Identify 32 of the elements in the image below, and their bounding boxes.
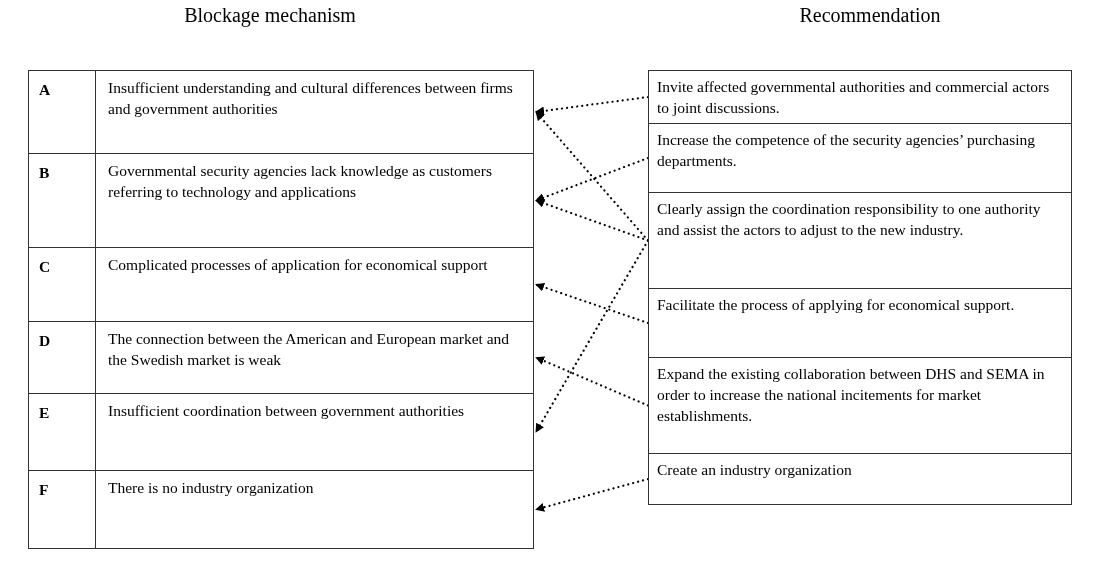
recommendation-box: Increase the competence of the security agencies’ purchasing departments. [648,123,1072,193]
table-row [28,393,534,471]
row-text: Governmental security agencies lack knowledge as customers referring to technology and applications [108,162,492,200]
column-heading: Recommendation [799,4,941,27]
row-letter: C [38,257,52,277]
dotted-arrow [534,95,650,116]
recommendation-box: Clearly assign the coordination responsibility to one authority and assist the actors to adjust to the new industry. [648,192,1072,289]
table-row [28,70,534,154]
dotted-arrow [534,156,650,202]
recommendation-box: Invite affected governmental authorities and commercial actors to joint discussions. [648,70,1072,124]
row-text: The connection between the American and European market and the Swedish market is weak [108,330,510,368]
recommendation-box: Facilitate the process of applying for economical support. [648,288,1072,358]
row-letter: F [38,480,50,500]
recommendation-box: Create an industry organization [648,453,1072,505]
dotted-arrow [534,239,650,434]
dotted-arrow [534,477,650,512]
column-heading: Blockage mechanism [184,4,356,27]
row-text: Insufficient coordination between government authorities [108,402,465,419]
row-letter: A [38,80,52,100]
row-text: Complicated processes of application for economical support [108,256,488,273]
recommendation-box: Expand the existing collaboration between DHS and SEMA in order to increase the national incitements for market establishments. [648,357,1072,454]
dotted-arrow [534,356,650,407]
row-text: There is no industry organization [108,479,314,496]
dotted-arrow [534,282,650,325]
table-row [28,321,534,394]
table-row [28,470,534,549]
row-letter: B [38,163,51,183]
table-row [28,247,534,322]
row-letter: D [38,331,52,351]
table-row [28,153,534,248]
row-text: Insufficient understanding and cultural differences between firms and government authorities [108,79,513,117]
row-letter: E [38,403,51,423]
